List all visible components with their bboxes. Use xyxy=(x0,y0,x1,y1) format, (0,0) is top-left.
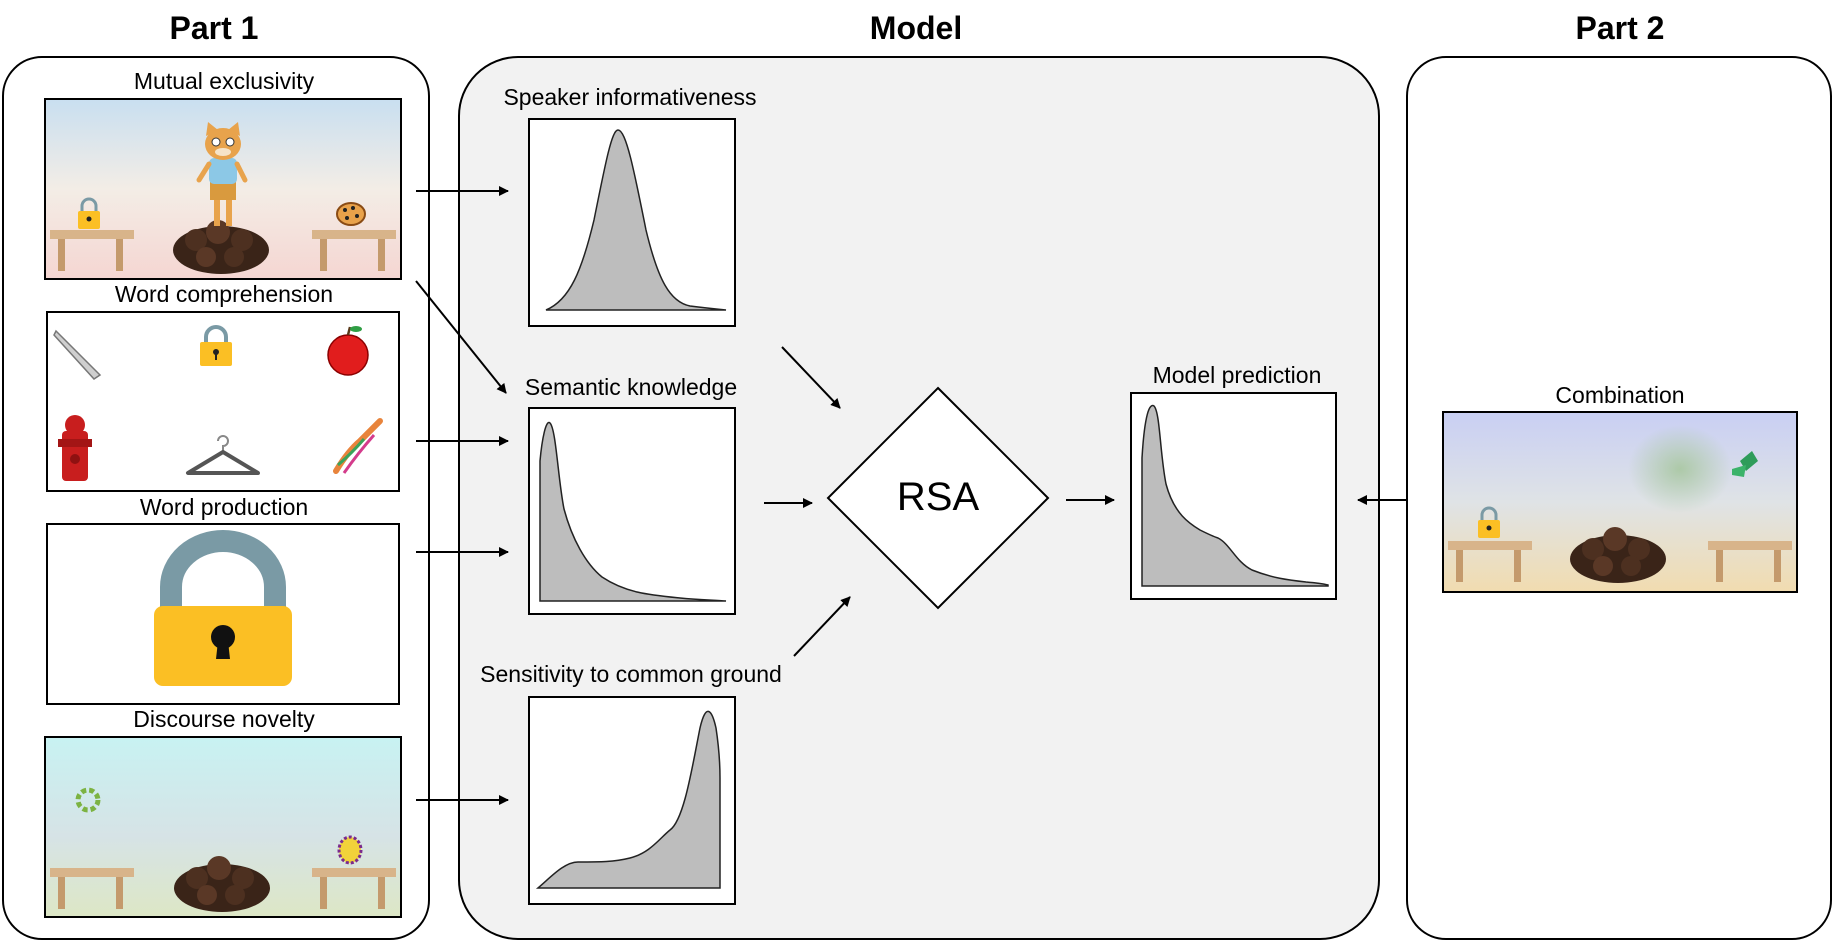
discourse-novelty-scene xyxy=(44,736,402,918)
task-label-word-comprehension: Word comprehension xyxy=(114,281,334,307)
lock-icon xyxy=(200,325,232,366)
word-comprehension-grid xyxy=(46,311,400,492)
cat-character-icon xyxy=(196,122,248,226)
rope-toy-icon xyxy=(333,418,383,474)
novel-object-icon xyxy=(336,202,366,226)
param-label-sensitivity-to-common-ground: Sensitivity to common ground xyxy=(480,661,782,687)
density-curve xyxy=(535,710,721,889)
rsa-label: RSA xyxy=(896,475,980,519)
novel-object-icon xyxy=(1732,451,1758,477)
model-prediction-density xyxy=(1130,392,1337,600)
fire-hydrant-icon xyxy=(58,415,92,481)
param-label-speaker-informativeness: Speaker informativeness xyxy=(503,84,757,110)
wreath-icon xyxy=(75,787,101,813)
part2-panel xyxy=(1406,56,1832,940)
task-label-mutual-exclusivity: Mutual exclusivity xyxy=(133,68,315,94)
dirt-pile-icon xyxy=(1570,527,1666,583)
right-table-icon xyxy=(312,230,396,271)
arrow-sensitivity-to-rsa xyxy=(793,596,851,657)
density-curve xyxy=(1141,404,1329,587)
mutual-exclusivity-scene xyxy=(44,98,402,280)
combination-scene xyxy=(1442,411,1798,593)
lock-icon xyxy=(78,197,100,229)
dirt-pile-icon xyxy=(173,220,269,274)
section-title-part1: Part 1 xyxy=(169,10,259,46)
left-table-icon xyxy=(50,868,134,909)
task-label-discourse-novelty: Discourse novelty xyxy=(133,706,315,732)
speaker-informativeness-density xyxy=(528,118,736,327)
rsa-node xyxy=(826,386,1050,610)
left-table-icon xyxy=(50,230,134,271)
knife-icon xyxy=(53,329,102,380)
density-curve xyxy=(539,421,727,602)
arrow-speaker-to-rsa xyxy=(781,346,841,409)
lock-icon xyxy=(1478,506,1500,538)
hanger-icon xyxy=(186,435,260,475)
semantic-knowledge-density xyxy=(528,407,736,615)
novel-object-icon xyxy=(337,835,363,865)
task-label-combination: Combination xyxy=(1555,382,1685,408)
task-label-word-production: Word production xyxy=(139,494,309,520)
right-table-icon xyxy=(1708,541,1792,582)
output-label-model-prediction: Model prediction xyxy=(1152,362,1322,388)
density-curve xyxy=(545,129,727,311)
param-label-semantic-knowledge: Semantic knowledge xyxy=(524,374,738,400)
lock-icon xyxy=(154,530,292,686)
section-title-part2: Part 2 xyxy=(1575,10,1665,46)
part1-panel xyxy=(2,56,430,940)
arrow-mutual-exclusivity-to-semantic xyxy=(415,280,507,394)
section-title-model: Model xyxy=(869,10,963,46)
left-table-icon xyxy=(1448,541,1532,582)
right-table-icon xyxy=(312,868,396,909)
sensitivity-to-common-ground-density xyxy=(528,696,736,905)
apple-icon xyxy=(327,326,369,376)
dirt-pile-icon xyxy=(174,856,270,912)
word-production-scene xyxy=(46,523,400,705)
